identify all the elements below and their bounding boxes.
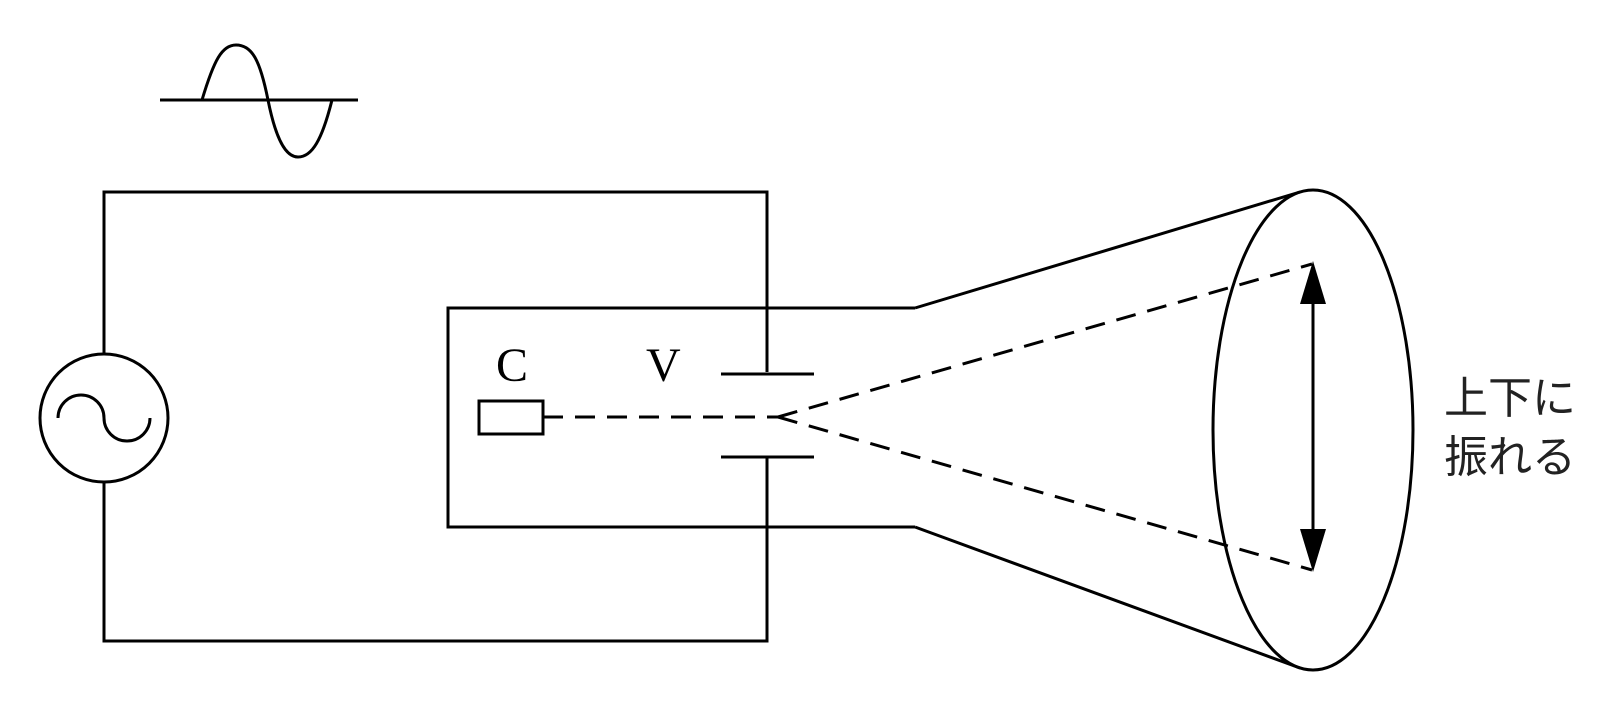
annotation-line2: 振れる: [1444, 432, 1576, 483]
label-cathode: C: [496, 339, 528, 392]
cathode-ray-tube: [446, 188, 1415, 672]
tube-neck: [446, 306, 915, 529]
ac-source-icon: [38, 352, 170, 484]
tube-funnel-bottom: [914, 525, 1301, 670]
top-wire: [102, 190, 769, 372]
sine-wave-icon: [160, 43, 358, 159]
tube-funnel-top: [914, 190, 1301, 310]
circuit-wires: [102, 190, 769, 643]
bottom-wire: [102, 458, 769, 643]
arrowhead-bottom: [1300, 529, 1326, 572]
annotation-line1: 上下に: [1444, 373, 1576, 424]
electron-gun: [477, 399, 545, 436]
beam-lower: [777, 415, 1313, 572]
arrowhead-top: [1300, 261, 1326, 304]
electron-beam: [543, 262, 1313, 572]
beam-upper: [777, 262, 1313, 419]
waveform-curve: [200, 43, 334, 159]
label-deflector: V: [646, 339, 681, 392]
tube-screen: [1211, 188, 1415, 672]
deflection-plates: [721, 372, 814, 459]
